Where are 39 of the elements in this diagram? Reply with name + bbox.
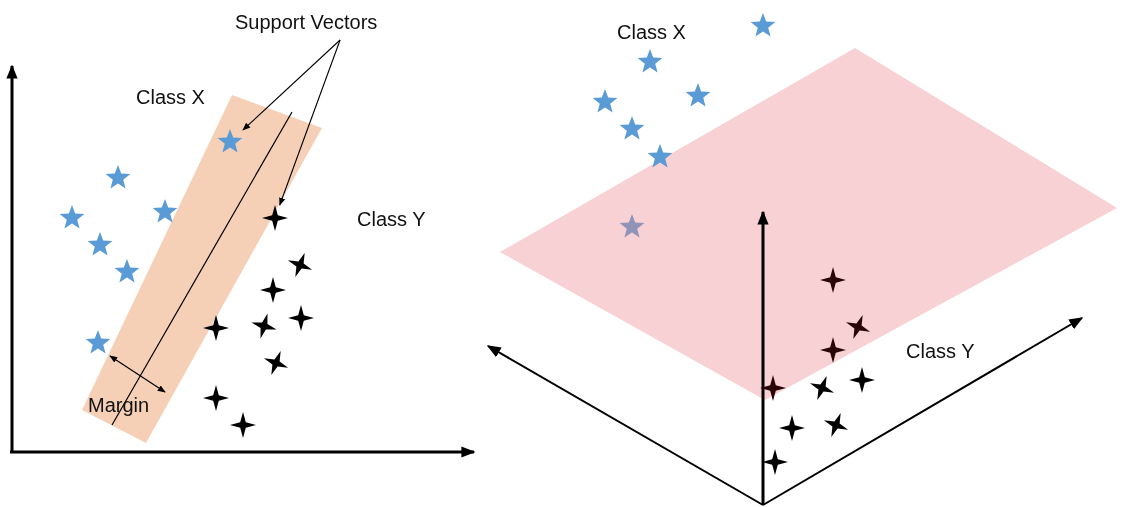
- star-marker: [59, 205, 85, 231]
- star-marker: [760, 375, 786, 401]
- leader-line: [279, 39, 341, 206]
- star-marker: [619, 116, 645, 142]
- star-marker: [647, 144, 673, 170]
- star-marker: [287, 252, 313, 278]
- star-marker: [820, 337, 846, 363]
- star-marker: [87, 232, 113, 258]
- star-marker: [152, 199, 178, 225]
- class-label: Class X: [617, 20, 686, 44]
- star-marker: [105, 165, 131, 191]
- star-marker: [637, 49, 663, 75]
- star-marker: [809, 375, 835, 401]
- star-marker: [845, 314, 871, 340]
- star-marker: [217, 129, 243, 155]
- star-marker: [262, 205, 288, 231]
- star-marker: [592, 89, 618, 115]
- callout-label: Support Vectors: [235, 10, 378, 34]
- star-marker: [114, 259, 140, 285]
- leader-line: [242, 39, 341, 131]
- star-marker: [820, 267, 846, 293]
- class-label: Class Y: [906, 339, 975, 363]
- class-label: Class X: [136, 85, 205, 109]
- star-marker: [849, 367, 875, 393]
- star-marker: [263, 350, 289, 376]
- star-marker: [750, 13, 776, 39]
- star-marker: [779, 415, 805, 441]
- star-marker: [260, 277, 286, 303]
- star-marker: [619, 214, 645, 240]
- star-marker: [251, 313, 277, 339]
- star-marker: [823, 412, 849, 438]
- star-marker: [230, 412, 256, 438]
- star-marker: [203, 315, 229, 341]
- star-marker: [85, 330, 111, 356]
- star-marker: [762, 449, 788, 475]
- star-marker: [203, 385, 229, 411]
- star-marker: [685, 83, 711, 109]
- star-marker: [288, 305, 314, 331]
- class-label: Class Y: [357, 207, 426, 231]
